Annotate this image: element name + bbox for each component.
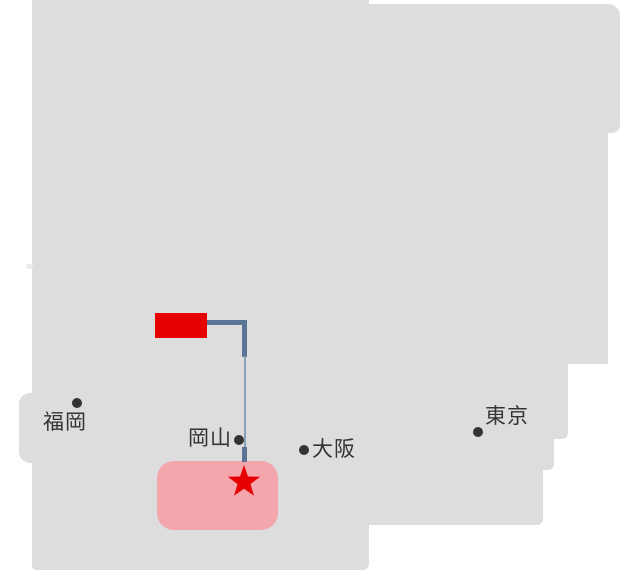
star-marker-icon [226,463,262,497]
highlighted-region[interactable] [157,461,278,530]
map-coast-protrusion [19,393,45,463]
small-island-block [26,264,33,269]
fukuoka-city-dot [72,398,82,408]
osaka-city-label: 大阪 [312,437,356,461]
okayama-city-label: 岡山 [188,426,232,450]
leader-line-horizontal [205,320,247,325]
tokyo-city-dot [473,427,483,437]
red-prefecture-block[interactable] [155,313,207,338]
leader-line-vertical-top [242,320,247,357]
map-landmass-block-step-3 [360,360,543,525]
leader-line-vertical-bottom [242,447,247,462]
tokyo-city-label: 東京 [485,404,529,428]
osaka-city-dot [299,445,309,455]
leader-line-vertical-thin [243,356,246,448]
map-landmass-block-east [368,4,608,364]
fukuoka-city-label: 福岡 [43,410,87,434]
okayama-city-dot [234,435,244,445]
